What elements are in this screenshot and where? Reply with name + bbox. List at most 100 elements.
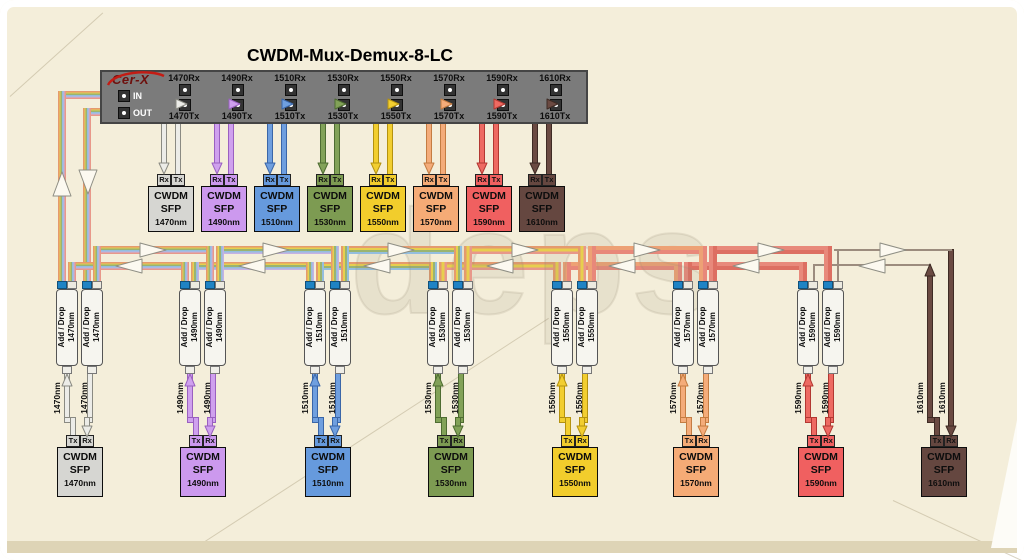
tx-line	[928, 276, 932, 420]
rx-line	[208, 418, 212, 426]
trunk-stub	[699, 246, 707, 281]
sfp-rx-tab: Rx	[157, 174, 171, 186]
rx-line	[829, 374, 833, 420]
rx-line	[456, 418, 460, 426]
adddrop-port-blue	[305, 281, 315, 289]
tx-line	[494, 102, 498, 174]
tx-line	[65, 418, 75, 422]
bottom-shadow-strip	[7, 541, 1017, 553]
trunk-stub	[191, 262, 199, 281]
adddrop-module	[81, 289, 103, 366]
trunk-in-horizontal	[58, 91, 118, 99]
sfp-tx-tab: Tx	[224, 174, 238, 186]
sfp-line2: SFP	[440, 464, 462, 476]
sfp-wavelength: 1590nm	[805, 478, 837, 488]
sfp-line1: CWDM	[679, 451, 713, 463]
sfp-line2: SFP	[317, 464, 339, 476]
tx-line	[282, 102, 286, 174]
adddrop-bottom-port	[210, 366, 220, 374]
trunk-stub	[68, 262, 76, 281]
adddrop-port-blue	[330, 281, 340, 289]
adddrop-module	[427, 289, 449, 366]
sfp-line1: CWDM	[434, 451, 468, 463]
mux-tx-label: 1530Tx	[327, 111, 359, 121]
sfp-module-bottom: CWDM SFP 1490nm	[180, 447, 226, 497]
tx-line	[806, 374, 810, 420]
mux-out-label: OUT	[133, 108, 152, 118]
mux-rx-label: 1530Rx	[327, 73, 359, 83]
sfp-tx-tab: Tx	[383, 174, 397, 186]
trunk-stub	[331, 246, 339, 281]
adddrop-module	[179, 289, 201, 366]
sfp-tx-tab: Tx	[561, 435, 575, 447]
rx-line	[580, 418, 584, 426]
rx-line	[949, 250, 953, 426]
sfp-line1: CWDM	[313, 190, 347, 202]
adddrop-port-blue	[823, 281, 833, 289]
trunk-stub	[306, 262, 314, 281]
sfp-line1: CWDM	[311, 451, 345, 463]
adddrop-module	[304, 289, 326, 366]
mux-rx-label: 1510Rx	[274, 73, 306, 83]
mux-rx-label: 1570Rx	[433, 73, 465, 83]
sfp-line1: CWDM	[186, 451, 220, 463]
tx-line	[935, 418, 939, 437]
trunk-stub	[553, 262, 561, 281]
sfp-module-bottom: CWDM SFP 1590nm	[798, 447, 844, 497]
sfp-wavelength: 1550nm	[367, 217, 399, 227]
sfp-wavelength: 1570nm	[680, 478, 712, 488]
mux-out-port	[118, 107, 130, 119]
tx-line	[441, 102, 445, 174]
sfp-tx-tab: Tx	[171, 174, 185, 186]
trunk-stub	[429, 262, 437, 281]
sfp-rx-tab: Rx	[316, 174, 330, 186]
tx-line	[388, 102, 392, 174]
sfp-tx-tab: Tx	[277, 174, 291, 186]
adddrop-port-white	[683, 281, 693, 289]
sfp-line1: CWDM	[419, 190, 453, 202]
adddrop-port-white	[587, 281, 597, 289]
adddrop-bottom-port	[703, 366, 713, 374]
sfp-line1: CWDM	[804, 451, 838, 463]
sfp-wavelength: 1610nm	[928, 478, 960, 488]
trunk-out-vertical	[83, 108, 91, 281]
sfp-line1: CWDM	[366, 190, 400, 202]
rx-line	[826, 418, 830, 426]
sfp-line2: SFP	[425, 203, 447, 215]
page-title: CWDM-Mux-Demux-8-LC	[246, 45, 454, 65]
sfp-tx-tab: Tx	[807, 435, 821, 447]
adddrop-port-blue	[673, 281, 683, 289]
mux-rx-port	[550, 84, 562, 96]
rx-line	[480, 87, 484, 163]
sfp-line2: SFP	[564, 464, 586, 476]
sfp-line1: CWDM	[558, 451, 592, 463]
rx-line	[336, 374, 340, 420]
mux-in-port	[118, 90, 130, 102]
mux-rx-port	[444, 84, 456, 96]
mux-rx-label: 1610Rx	[539, 73, 571, 83]
sfp-tx-tab: Tx	[330, 174, 344, 186]
sfp-line1: CWDM	[63, 451, 97, 463]
sfp-line2: SFP	[685, 464, 707, 476]
rx-line	[427, 87, 431, 163]
adddrop-port-white	[340, 281, 350, 289]
adddrop-module	[329, 289, 351, 366]
rx-line	[533, 87, 537, 163]
rx-line	[333, 418, 337, 426]
adddrop-module	[576, 289, 598, 366]
mux-rx-label: 1470Rx	[168, 73, 200, 83]
tx-line	[442, 418, 446, 437]
mux-rx-port	[338, 84, 350, 96]
rx-line	[321, 87, 325, 163]
tx-line	[681, 418, 691, 422]
trunk-stub	[316, 262, 324, 281]
adddrop-port-blue	[798, 281, 808, 289]
sfp-line1: CWDM	[525, 190, 559, 202]
trunk-stub	[563, 262, 571, 281]
rx-line	[88, 374, 92, 420]
tx-line	[560, 374, 564, 420]
sfp-tx-tab: Tx	[436, 174, 450, 186]
sfp-module-bottom: CWDM SFP 1610nm	[921, 447, 967, 497]
sfp-module-top: CWDM SFP 1490nm	[201, 186, 247, 232]
